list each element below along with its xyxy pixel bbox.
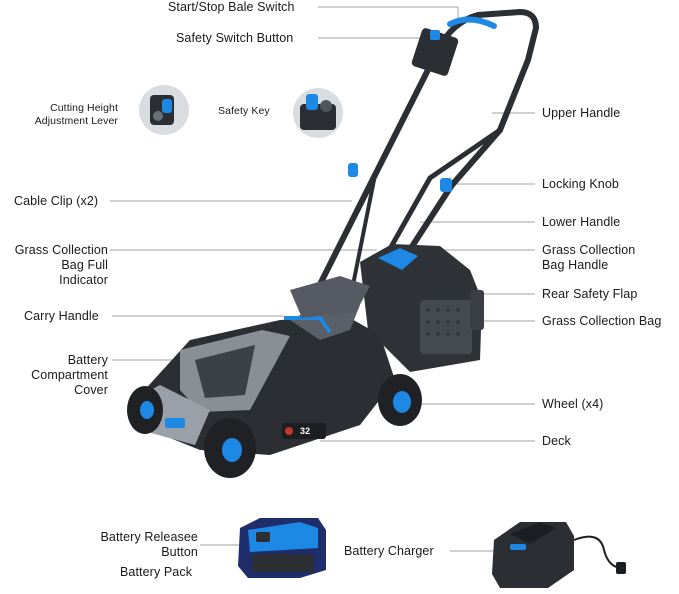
label-lower-handle: Lower Handle — [542, 215, 621, 229]
label-line: Grass Collection — [14, 243, 108, 257]
label-grass-collection-bag: Grass Collection Bag — [542, 314, 662, 328]
label-battery-charger: Battery Charger — [344, 544, 434, 558]
mower-deck — [132, 276, 395, 455]
cable-clip — [348, 163, 358, 177]
label-bag-full-indicator: Grass Collection Bag Full Indicator — [0, 243, 108, 288]
label-line: Battery — [67, 353, 108, 367]
carry-handle — [284, 316, 332, 334]
label-carry-handle: Carry Handle — [24, 309, 99, 323]
label-cable-clip: Cable Clip (x2) — [14, 194, 99, 208]
grass-collection-bag — [360, 244, 484, 372]
label-battery-compartment-cover: Battery Compartment Cover — [0, 353, 108, 398]
safety-key-inset — [293, 88, 343, 138]
label-line: Battery Releasee — [100, 530, 198, 544]
label-line: Cover — [74, 383, 108, 397]
locking-knob — [440, 178, 452, 192]
label-cutting-height-lever: Cutting Height Adjustment Lever — [12, 102, 118, 128]
label-line: Cutting Height — [50, 102, 118, 114]
label-locking-knob: Locking Knob — [542, 177, 619, 191]
wheels — [127, 374, 422, 478]
label-line: Button — [161, 545, 198, 559]
battery-compartment-cover — [195, 345, 255, 398]
label-line: Compartment — [31, 368, 108, 382]
battery-pack — [238, 518, 326, 578]
label-line: Bag Handle — [542, 258, 609, 272]
rear-safety-flap — [470, 290, 484, 330]
label-battery-release-button: Battery Releasee Button — [60, 530, 198, 560]
deck-badge-text: 32 — [300, 426, 311, 436]
label-battery-pack: Battery Pack — [120, 565, 193, 579]
label-line: Grass Collection — [542, 243, 636, 257]
cutting-height-inset — [139, 85, 189, 135]
deck-badge — [282, 423, 326, 439]
battery-release-button — [256, 532, 270, 542]
label-deck: Deck — [542, 434, 571, 448]
label-safety-switch-button: Safety Switch Button — [176, 31, 294, 45]
control-box — [411, 16, 497, 76]
label-line: Indicator — [59, 273, 108, 287]
battery-charger — [492, 522, 626, 588]
label-line: Bag Full — [61, 258, 108, 272]
label-safety-key: Safety Key — [218, 105, 270, 117]
label-rear-safety-flap: Rear Safety Flap — [542, 287, 638, 301]
label-bag-handle: Grass Collection Bag Handle — [542, 243, 635, 273]
label-wheel: Wheel (x4) — [542, 397, 604, 411]
label-line: Adjustment Lever — [34, 115, 118, 127]
label-upper-handle: Upper Handle — [542, 106, 621, 120]
label-start-stop-switch: Start/Stop Bale Switch — [168, 0, 295, 14]
